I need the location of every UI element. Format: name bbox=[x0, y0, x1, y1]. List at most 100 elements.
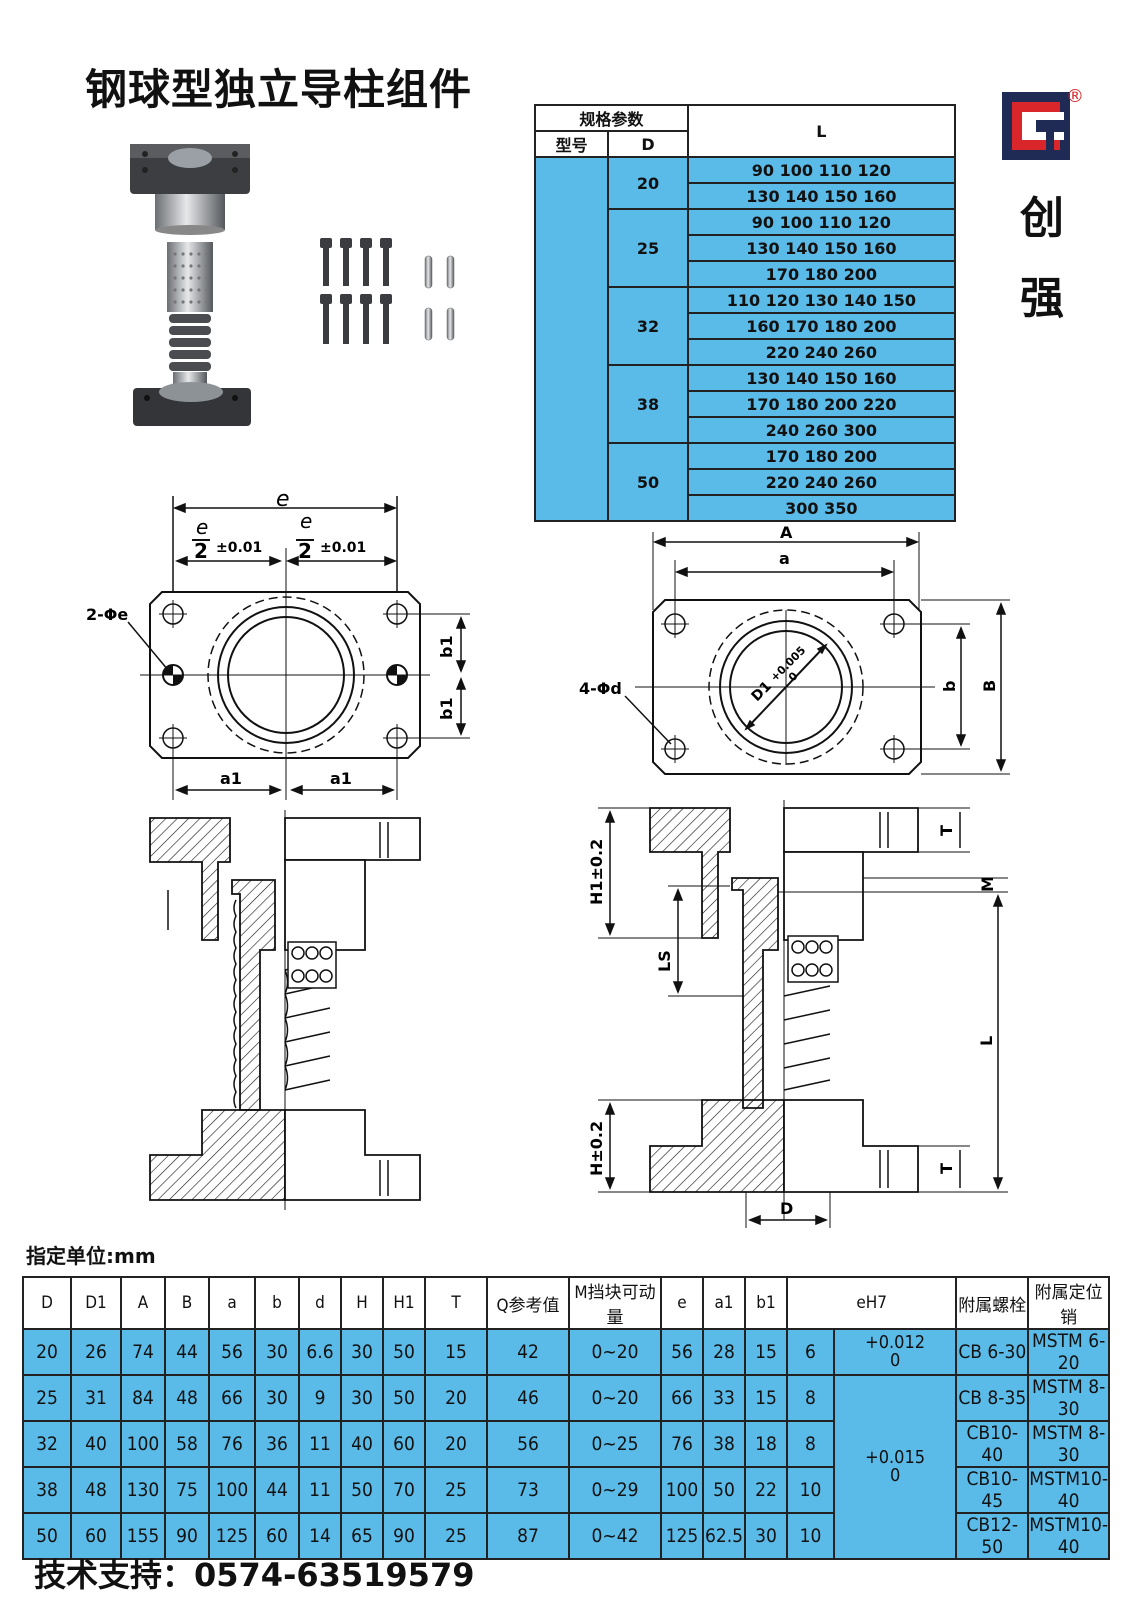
cell: 125 bbox=[660, 1512, 704, 1560]
cell: 0~20 bbox=[568, 1328, 662, 1376]
spec-l-cell: 130 140 150 160 bbox=[686, 364, 957, 392]
cell: 8 bbox=[786, 1420, 835, 1468]
col-header: a bbox=[208, 1276, 256, 1330]
registered-mark: ® bbox=[1066, 86, 1084, 107]
section-right-drawing: H1±0.2 LS H±0.2 T T M L D bbox=[587, 800, 1008, 1228]
dim-label: a1 bbox=[330, 769, 352, 788]
col-header: 附属定位销 bbox=[1027, 1276, 1110, 1330]
dim-label: 0 bbox=[786, 669, 801, 684]
cell: 46 bbox=[486, 1374, 570, 1422]
page-title: 钢球型独立导柱组件 bbox=[85, 65, 473, 114]
dim-label: L bbox=[977, 1036, 996, 1046]
dim-label: b1 bbox=[437, 635, 456, 658]
cell: 15 bbox=[424, 1328, 488, 1376]
cell: 60 bbox=[254, 1512, 300, 1560]
cell: 9 bbox=[298, 1374, 342, 1422]
dim-label: e bbox=[196, 515, 208, 539]
cell: 22 bbox=[744, 1466, 788, 1514]
cell: 6 bbox=[786, 1328, 835, 1376]
col-header: eH7 bbox=[785, 1276, 958, 1330]
spec-d-cell: 38 bbox=[607, 364, 689, 444]
spec-l-cell: 240 260 300 bbox=[686, 416, 957, 444]
spec-l-cell: 170 180 200 bbox=[686, 260, 957, 288]
dim-label: e bbox=[276, 488, 290, 512]
dim-label: ±0.01 bbox=[216, 540, 262, 556]
cell: 44 bbox=[164, 1328, 210, 1376]
dim-label: a1 bbox=[220, 769, 242, 788]
cell: 75 bbox=[164, 1466, 210, 1514]
spec-d-cell: 32 bbox=[607, 286, 689, 366]
cell: 11 bbox=[298, 1420, 342, 1468]
col-header: Q参考值 bbox=[486, 1276, 570, 1330]
table-row: 25 31 84 48 66 30 9 30 50 20 46 0~20 66 … bbox=[22, 1374, 1110, 1560]
dim-label: ±0.01 bbox=[320, 540, 366, 556]
col-header: M挡块可动量 bbox=[568, 1276, 662, 1330]
top-view-left-drawing: e e 2 ±0.01 e 2 ±0.01 2-Φe b1 b1 a1 a1 bbox=[86, 488, 470, 800]
cell: 30 bbox=[254, 1328, 300, 1376]
col-header: T bbox=[424, 1276, 488, 1330]
spec-l-cell: 130 140 150 160 bbox=[686, 182, 957, 210]
cell: 48 bbox=[70, 1466, 122, 1514]
brand-char-1: 创 bbox=[1020, 193, 1064, 244]
cell: 0~29 bbox=[568, 1466, 662, 1514]
col-header: d bbox=[298, 1276, 342, 1330]
cell: 20 bbox=[424, 1420, 488, 1468]
cell: 58 bbox=[164, 1420, 210, 1468]
dimension-table: D D1 A B a b d H H1 T Q参考值 M挡块可动量 e a1 b… bbox=[22, 1276, 1110, 1560]
cell: CB10-40 bbox=[955, 1420, 1030, 1468]
cell: 6.6 bbox=[298, 1328, 342, 1376]
dim-label: b bbox=[940, 681, 959, 692]
cell: 25 bbox=[424, 1512, 488, 1560]
cell: 44 bbox=[254, 1466, 300, 1514]
cell: 0~20 bbox=[568, 1374, 662, 1422]
cell: 100 bbox=[660, 1466, 704, 1514]
dim-label: D1 bbox=[749, 678, 775, 704]
cell: 155 bbox=[120, 1512, 166, 1560]
cell: 10 bbox=[786, 1466, 835, 1514]
cell: 42 bbox=[486, 1328, 570, 1376]
spec-l-cell: 110 120 130 140 150 bbox=[686, 286, 957, 314]
spec-d-cell: 25 bbox=[607, 208, 689, 288]
cell: 62.5 bbox=[702, 1512, 746, 1560]
cell: 65 bbox=[340, 1512, 384, 1560]
dim-label: e bbox=[300, 509, 312, 533]
cell: 30 bbox=[744, 1512, 788, 1560]
cell: MSTM 8-30 bbox=[1027, 1420, 1110, 1468]
cell: 0~42 bbox=[568, 1512, 662, 1560]
top-view-right-drawing: A a b B 4-Φd D1 +0.005 0 bbox=[579, 523, 1010, 775]
spec-l-cell: 220 240 260 bbox=[686, 468, 957, 496]
cell: 32 bbox=[22, 1420, 72, 1468]
cell: 30 bbox=[340, 1374, 384, 1422]
cell: 74 bbox=[120, 1328, 166, 1376]
dim-label: a bbox=[779, 549, 790, 568]
cell: 11 bbox=[298, 1466, 342, 1514]
col-header: A bbox=[120, 1276, 166, 1330]
spec-d-cell: 50 bbox=[607, 442, 689, 522]
cell: 70 bbox=[382, 1466, 426, 1514]
cell: CB 6-30 bbox=[955, 1328, 1030, 1376]
spec-header-d: D bbox=[607, 130, 689, 158]
cell: 30 bbox=[254, 1374, 300, 1422]
spec-l-cell: 90 100 110 120 bbox=[686, 156, 957, 184]
dim-label: 2 bbox=[298, 539, 312, 563]
spec-l-cell: 130 140 150 160 bbox=[686, 234, 957, 262]
spec-header-l: L bbox=[686, 104, 957, 158]
table-row: 50 60 155 90 125 60 14 65 90 25 87 0~42 … bbox=[22, 1512, 1110, 1560]
cell: 84 bbox=[120, 1374, 166, 1422]
cell: 87 bbox=[486, 1512, 570, 1560]
cell: 66 bbox=[660, 1374, 704, 1422]
cell: MSTM10-40 bbox=[1027, 1512, 1110, 1560]
dim-label: 2-Φe bbox=[86, 605, 128, 624]
cell: MSTM 6-20 bbox=[1027, 1328, 1110, 1376]
cell: 20 bbox=[424, 1374, 488, 1422]
table-row: 32 40 100 58 76 36 11 40 60 20 56 0~25 7… bbox=[22, 1420, 1110, 1468]
cell: 31 bbox=[70, 1374, 122, 1422]
cell: 60 bbox=[382, 1420, 426, 1468]
cell: 76 bbox=[208, 1420, 256, 1468]
cell: 100 bbox=[208, 1466, 256, 1514]
cell: 60 bbox=[70, 1512, 122, 1560]
cell: 20 bbox=[22, 1328, 72, 1376]
cell: 38 bbox=[22, 1466, 72, 1514]
cell: 50 bbox=[22, 1512, 72, 1560]
col-header: b bbox=[254, 1276, 300, 1330]
